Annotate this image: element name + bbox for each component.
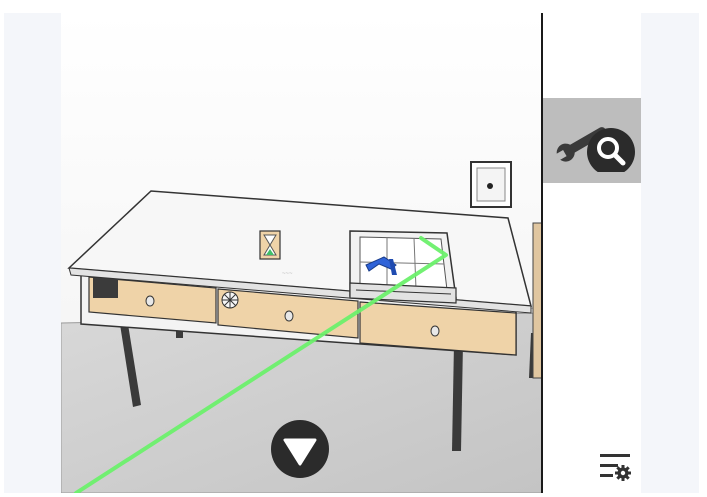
wall-frame[interactable] bbox=[470, 161, 512, 208]
green-laser-beam bbox=[74, 236, 448, 493]
hourglass[interactable]: ~~~ bbox=[259, 230, 293, 277]
scene-illustration: ~~~ bbox=[61, 13, 542, 493]
triangle-down-icon bbox=[271, 420, 329, 478]
settings-menu-button[interactable] bbox=[597, 451, 635, 485]
left-letterbox bbox=[4, 13, 61, 493]
list-gear-icon bbox=[600, 454, 631, 481]
inspect-tool-button[interactable] bbox=[543, 98, 641, 183]
nav-down-button[interactable] bbox=[270, 419, 330, 479]
open-drawer-tray[interactable] bbox=[349, 230, 457, 304]
blue-key[interactable] bbox=[365, 256, 397, 275]
drawer-left[interactable] bbox=[88, 276, 217, 324]
wrench-magnifier-icon bbox=[555, 127, 635, 172]
right-letterbox bbox=[641, 13, 699, 493]
svg-text:~~~: ~~~ bbox=[282, 271, 293, 277]
drawer-middle[interactable] bbox=[217, 288, 359, 339]
drawer-right[interactable] bbox=[359, 301, 517, 356]
panel-divider bbox=[541, 13, 543, 493]
tool-panel bbox=[543, 13, 641, 493]
game-scene[interactable]: ~~~ bbox=[61, 13, 542, 493]
asterisk-lock[interactable] bbox=[221, 291, 239, 309]
